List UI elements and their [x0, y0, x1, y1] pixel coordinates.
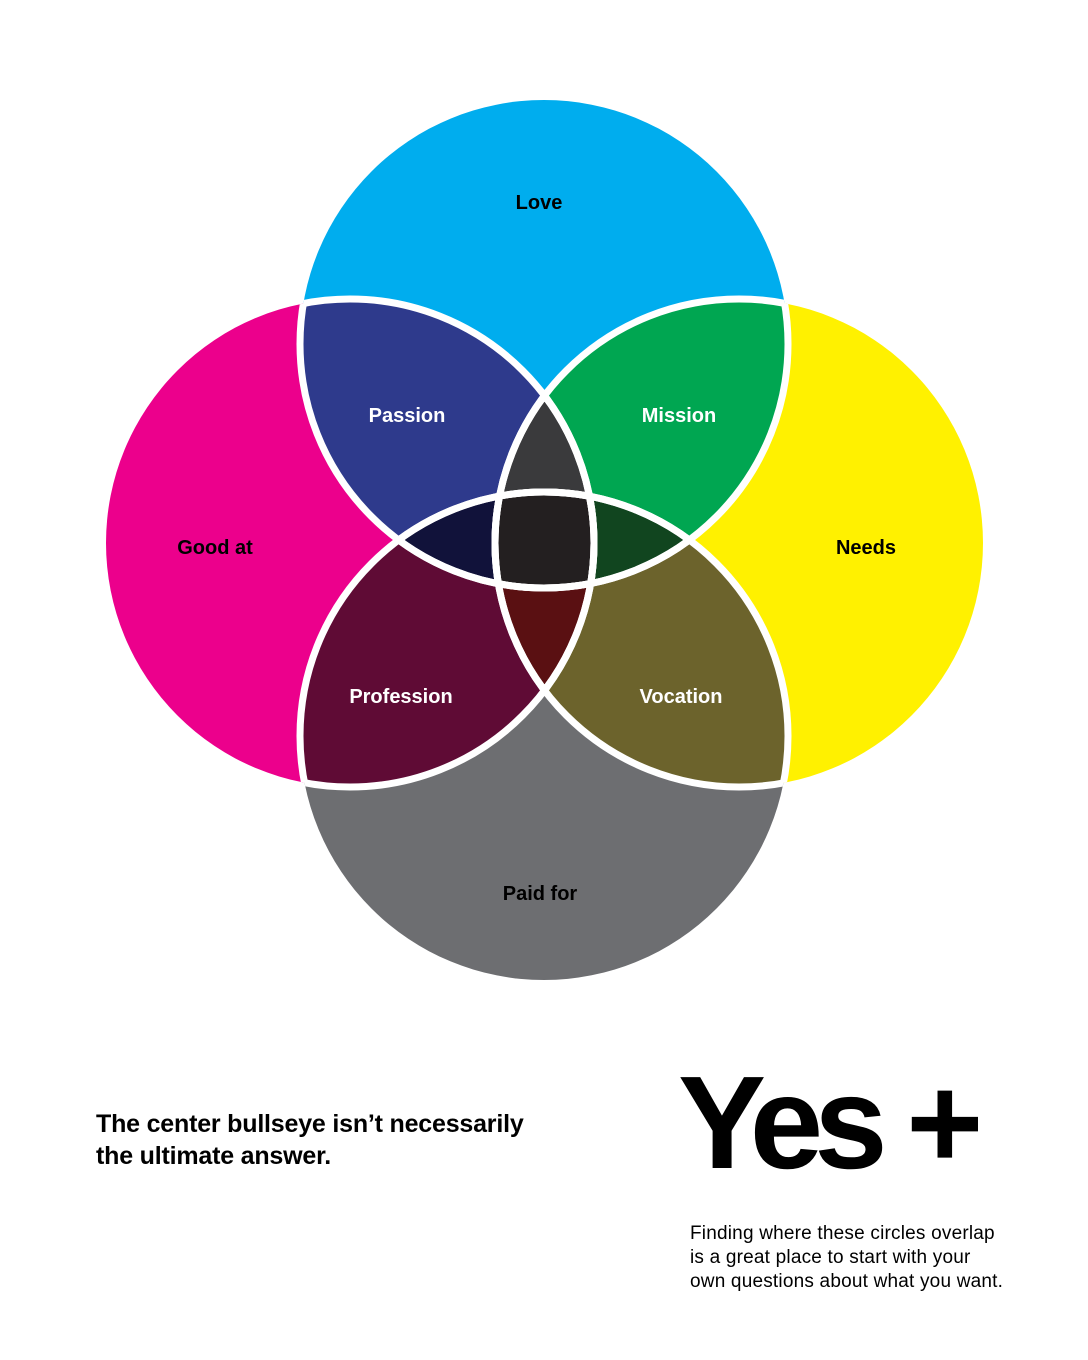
- good-at-outline: [495, 299, 598, 787]
- tagline-line-1: The center bullseye isn’t necessarily: [96, 1110, 524, 1138]
- good-at-label: Good at: [177, 537, 253, 559]
- passion-label: Passion: [369, 405, 446, 427]
- tagline: The center bullseye isn’t necessarily th…: [96, 1108, 656, 1172]
- body-line-3: own questions about what you want.: [690, 1271, 1004, 1292]
- love-label: Love: [516, 192, 563, 214]
- needs-label: Needs: [836, 537, 896, 559]
- body-line-1: Finding where these circles overlap: [690, 1223, 995, 1244]
- tagline-line-2: the ultimate answer.: [96, 1142, 331, 1170]
- needs-outline: [491, 299, 594, 787]
- body-line-2: is a great place to start with your: [690, 1247, 971, 1268]
- venn-diagram: Love Good at Needs Paid for Passion Miss…: [106, 100, 983, 980]
- vocation-label: Vocation: [640, 686, 723, 708]
- mission-label: Mission: [642, 405, 716, 427]
- profession-label: Profession: [349, 686, 452, 708]
- paid-for-label: Paid for: [503, 883, 578, 905]
- headline: Yes +: [678, 1049, 983, 1196]
- paid-for-outline: [495, 488, 792, 787]
- love-outline: [495, 299, 792, 592]
- body-copy: Finding where these circles overlap is a…: [690, 1222, 1070, 1294]
